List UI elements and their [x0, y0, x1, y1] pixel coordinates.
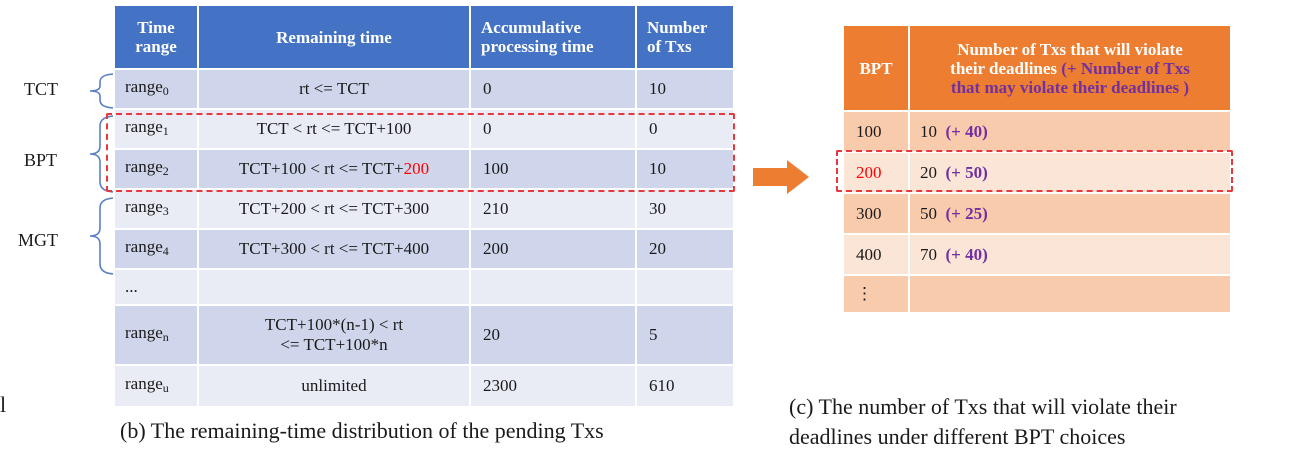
table-row: 200 20 (+ 50): [842, 151, 1232, 194]
table-row: range3 TCT+200 < rt <= TCT+300 210 30: [113, 188, 735, 230]
header-violations: Number of Txs that will violate their de…: [908, 24, 1232, 112]
table-row: rangeu unlimited 2300 610: [113, 364, 735, 408]
range-cell: range2: [113, 148, 199, 190]
accumulative-cell: 0: [469, 68, 637, 110]
accumulative-cell: 20: [469, 304, 637, 366]
violation-cell: 20 (+ 50): [908, 151, 1232, 194]
header-remaining-time: Remaining time: [197, 4, 471, 70]
table-c-header-row: BPT Number of Txs that will violate thei…: [842, 24, 1232, 112]
mgt-brace: [89, 197, 117, 275]
accumulative-cell: [469, 268, 637, 306]
caption-b: (b) The remaining-time distribution of t…: [120, 418, 604, 443]
header-bpt: BPT: [842, 24, 910, 112]
remaining-time-cell: TCT+300 < rt <= TCT+400: [197, 228, 471, 270]
number-cell: 610: [635, 364, 735, 408]
accumulative-cell: 100: [469, 148, 637, 190]
number-cell: 10: [635, 148, 735, 190]
table-row: 300 50 (+ 25): [842, 192, 1232, 235]
number-cell: 5: [635, 304, 735, 366]
table-row: ...: [113, 268, 735, 306]
number-cell: 20: [635, 228, 735, 270]
range-cell: range4: [113, 228, 199, 270]
remaining-time-cell: TCT+100 < rt <= TCT+200: [197, 148, 471, 190]
table-row: 400 70 (+ 40): [842, 233, 1232, 276]
accumulative-cell: 2300: [469, 364, 637, 408]
table-row: 100 10 (+ 40): [842, 110, 1232, 153]
bpt-cell: 400: [842, 233, 910, 276]
bpt-label: BPT: [24, 150, 58, 170]
bpt-200-highlight-box: [836, 150, 1233, 192]
table-row: range2 TCT+100 < rt <= TCT+200 100 10: [113, 148, 735, 190]
number-cell: [635, 268, 735, 306]
table-row: range4 TCT+300 < rt <= TCT+400 200 20: [113, 228, 735, 270]
bpt-brace: [89, 115, 117, 193]
mgt-label: MGT: [18, 230, 58, 250]
table-row: range1 TCT < rt <= TCT+100 0 0: [113, 108, 735, 150]
bpt-cell: ⋮: [842, 274, 910, 314]
accumulative-cell: 210: [469, 188, 637, 230]
range-cell: range1: [113, 108, 199, 150]
tct-brace: [89, 73, 117, 109]
violation-cell: 50 (+ 25): [908, 192, 1232, 235]
number-cell: 10: [635, 68, 735, 110]
range-cell: range0: [113, 68, 199, 110]
violation-cell: [908, 274, 1232, 314]
caption-c: (c) The number of Txs that will violate …: [789, 394, 1177, 449]
remaining-time-cell: TCT < rt <= TCT+100: [197, 108, 471, 150]
violation-cell: 10 (+ 40): [908, 110, 1232, 153]
remaining-time-cell: unlimited: [197, 364, 471, 408]
range-cell: range3: [113, 188, 199, 230]
number-cell: 0: [635, 108, 735, 150]
bpt-cell: 300: [842, 192, 910, 235]
number-cell: 30: [635, 188, 735, 230]
accumulative-cell: 200: [469, 228, 637, 270]
table-row: ⋮: [842, 274, 1232, 314]
range-cell: ...: [113, 268, 199, 306]
bpt-highlight-box: [106, 113, 735, 192]
table-row: rangen TCT+100*(n-1) < rt<= TCT+100*n 20…: [113, 304, 735, 366]
bpt-violation-table: BPT Number of Txs that will violate thei…: [842, 24, 1232, 314]
bpt-cell: 100: [842, 110, 910, 153]
bpt-cell: 200: [842, 151, 910, 194]
table-row: range0 rt <= TCT 0 10: [113, 68, 735, 110]
tct-label: TCT: [24, 79, 58, 99]
range-cell: rangen: [113, 304, 199, 366]
remaining-time-cell: TCT+200 < rt <= TCT+300: [197, 188, 471, 230]
violation-cell: 70 (+ 40): [908, 233, 1232, 276]
remaining-time-cell: TCT+100*(n-1) < rt<= TCT+100*n: [197, 304, 471, 366]
right-arrow-icon: [753, 160, 809, 194]
range-cell: rangeu: [113, 364, 199, 408]
stray-character: l: [0, 392, 7, 417]
accumulative-cell: 0: [469, 108, 637, 150]
remaining-time-cell: rt <= TCT: [197, 68, 471, 110]
remaining-time-cell: [197, 268, 471, 306]
